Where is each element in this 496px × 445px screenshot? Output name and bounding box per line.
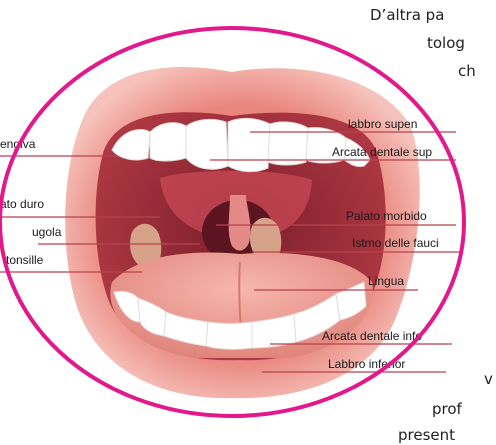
label-tonsille: tonsille	[6, 253, 44, 267]
label-palato-morbido: Palato morbido	[346, 209, 427, 223]
label-lingua: Lingua	[368, 274, 404, 288]
label-labbro-superiore: labbro supen	[348, 117, 417, 131]
label-ugola: ugola	[32, 225, 62, 239]
label-arcata-superiore: Arcata dentale sup	[332, 145, 432, 159]
label-arcata-inferiore: Arcata dentale info	[322, 329, 422, 343]
label-palato-duro: ato duro	[0, 197, 44, 211]
label-istmo: Istmo delle fauci	[352, 236, 439, 250]
